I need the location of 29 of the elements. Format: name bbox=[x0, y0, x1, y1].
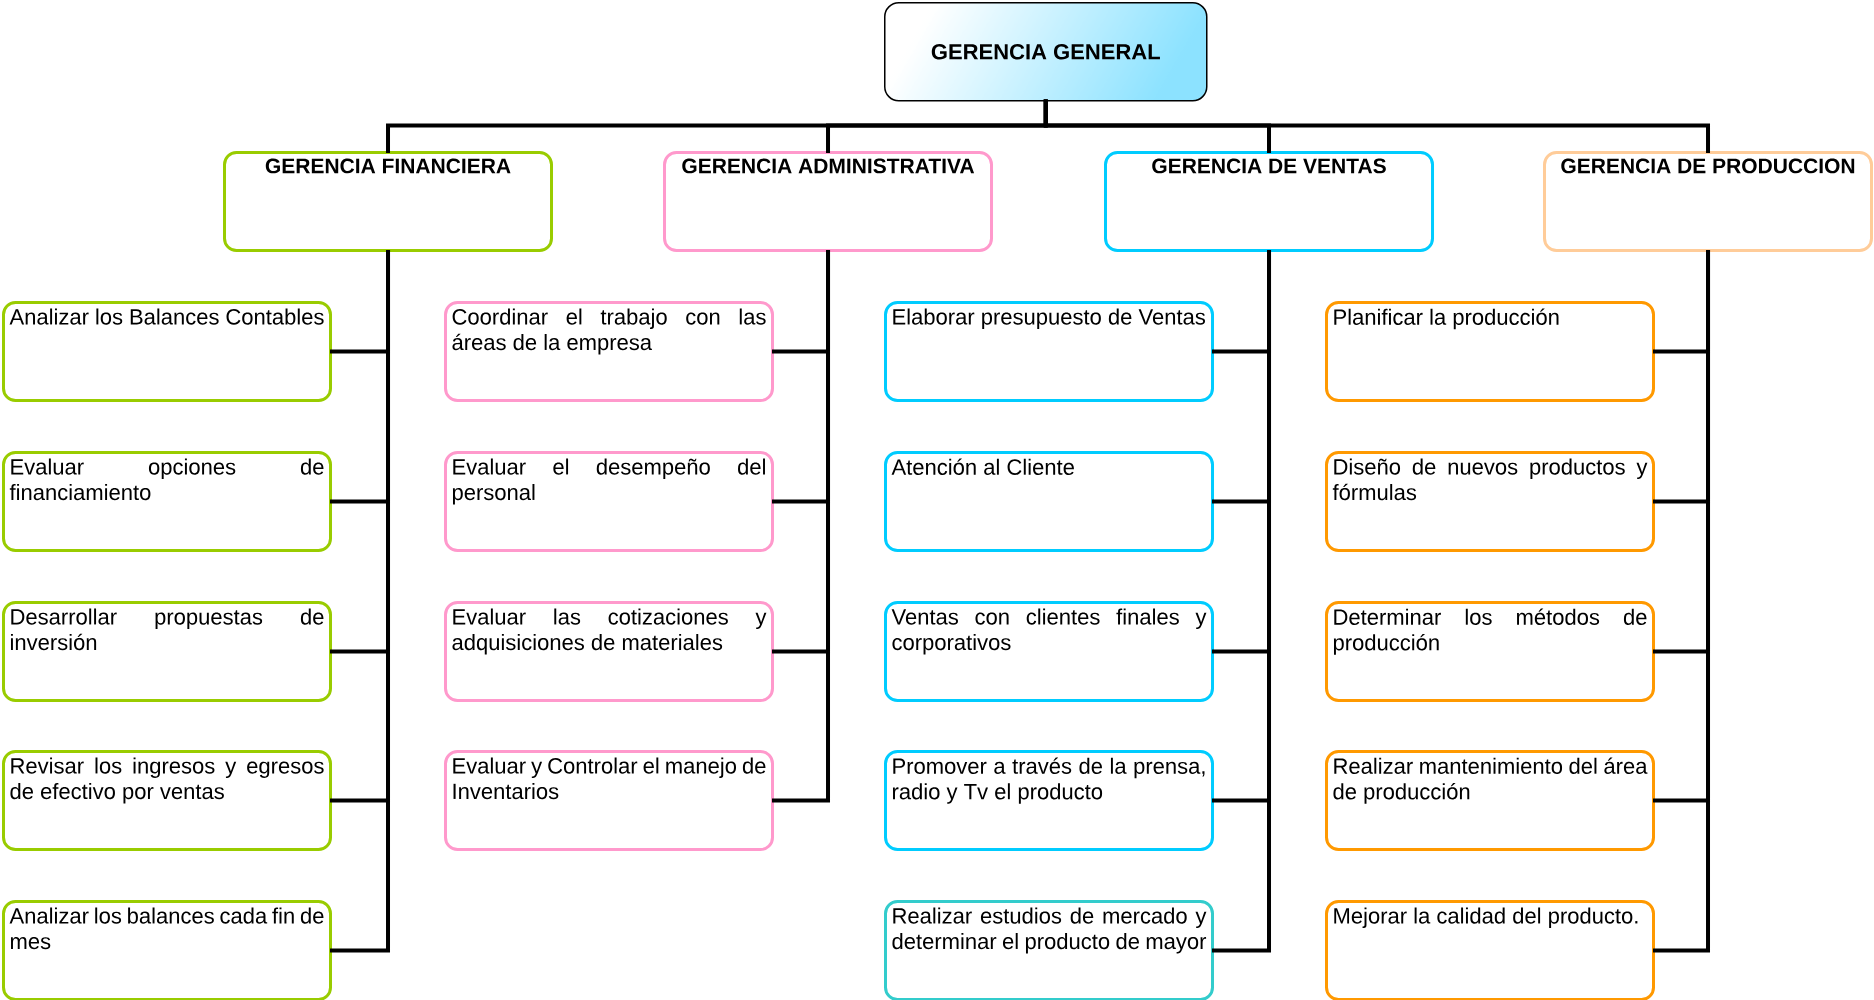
task-box: Planificar la producción bbox=[1325, 301, 1655, 402]
top-manager-box: GERENCIA GENERAL bbox=[884, 2, 1208, 102]
task-box: Realizar mantenimiento del área de producción bbox=[1325, 750, 1655, 851]
task-box: Ventas con clientes finales y corporativos bbox=[884, 601, 1214, 702]
task-box: Coordinar el trabajo con las áreas de la empresa bbox=[444, 301, 774, 402]
connector bbox=[1212, 250, 1271, 953]
task-box: Mejorar la calidad del producto. bbox=[1325, 900, 1655, 1000]
connector bbox=[1653, 250, 1710, 953]
task-box: Analizar los Balances Contables bbox=[2, 301, 332, 402]
task-box: Analizar los balances cada fin de mes bbox=[2, 900, 332, 1000]
department-box: GERENCIA FINANCIERA bbox=[223, 151, 553, 252]
task-box: Evaluar las cotizaciones y adquisiciones de materiales bbox=[444, 601, 774, 702]
task-box: Revisar los ingresos y egresos de efectivo por ventas bbox=[2, 750, 332, 851]
connector bbox=[772, 250, 830, 803]
task-box: Evaluar y Controlar el manejo de Inventarios bbox=[444, 750, 774, 851]
department-box: GERENCIA ADMINISTRATIVA bbox=[663, 151, 993, 252]
task-box: Diseño de nuevos productos y fórmulas bbox=[1325, 451, 1655, 552]
department-box: GERENCIA DE VENTAS bbox=[1104, 151, 1434, 252]
task-box: Realizar estudios de mercado y determinar el producto de mayor bbox=[884, 900, 1214, 1000]
task-box: Evaluar el desempeño del personal bbox=[444, 451, 774, 552]
task-box: Elaborar presupuesto de Ventas bbox=[884, 301, 1214, 402]
task-box: Promover a través de la prensa, radio y Tv el producto bbox=[884, 750, 1214, 851]
connector bbox=[330, 250, 390, 953]
task-box: Atención al Cliente bbox=[884, 451, 1214, 552]
connector bbox=[1043, 99, 1710, 153]
department-box: GERENCIA DE PRODUCCION bbox=[1543, 151, 1873, 252]
task-box: Desarrollar propuestas de inversión bbox=[2, 601, 332, 702]
task-box: Evaluar opciones de financiamiento bbox=[2, 451, 332, 552]
task-box: Determinar los métodos de producción bbox=[1325, 601, 1655, 702]
